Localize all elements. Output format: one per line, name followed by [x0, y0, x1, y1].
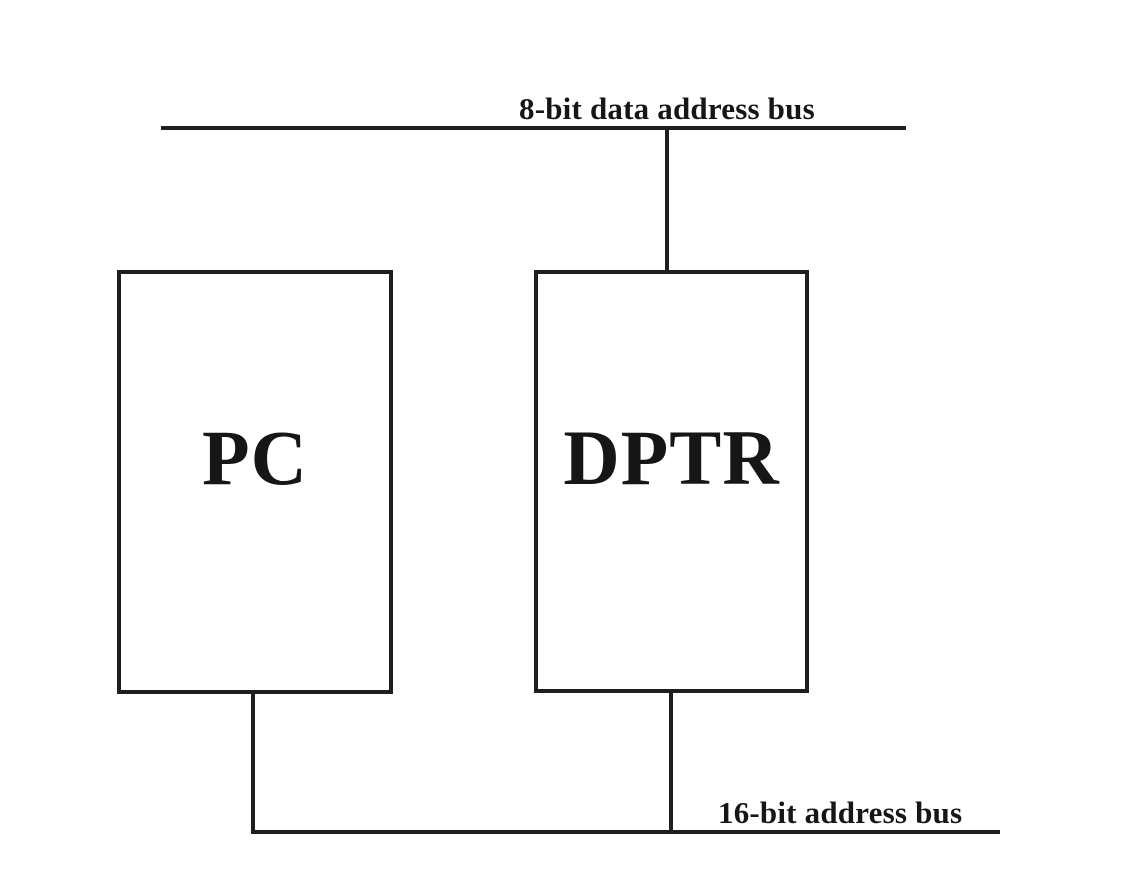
- top-bus-line: [161, 126, 906, 130]
- dptr-to-bottom-bus-connector: [669, 691, 673, 834]
- bottom-bus-line: [251, 830, 1000, 834]
- pc-to-bottom-bus-connector: [251, 692, 255, 834]
- pc-label: PC: [202, 414, 308, 501]
- top-bus-to-dptr-connector: [665, 128, 669, 272]
- top-bus-label: 8-bit data address bus: [519, 91, 815, 126]
- pc-block: PC: [117, 270, 393, 694]
- dptr-label: DPTR: [563, 413, 780, 501]
- bottom-bus-label: 16-bit address bus: [718, 795, 963, 830]
- dptr-block: DPTR: [534, 270, 809, 693]
